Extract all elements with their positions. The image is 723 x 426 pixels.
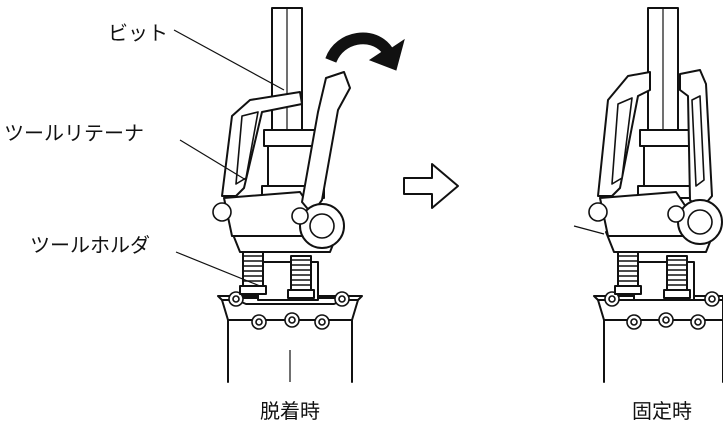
callout-labels: ビット ツールリテーナ ツールホルダ 脱着時 固定時 <box>4 21 692 423</box>
leader-tool-holder <box>175 251 261 287</box>
leader-tool-retainer <box>179 139 247 181</box>
label-tool-retainer: ツールリテーナ <box>4 121 144 145</box>
caption-fixed: 固定時 <box>632 399 692 423</box>
fixed-assembly <box>573 7 723 383</box>
transition-arrow-icon <box>403 163 459 209</box>
flange-bolts <box>228 291 350 330</box>
label-bit: ビット <box>108 21 168 45</box>
leader-bit <box>173 29 285 91</box>
rotate-arrow-icon <box>325 32 405 71</box>
springs <box>239 251 315 299</box>
label-tool-holder: ツールホルダ <box>30 233 150 257</box>
retainer-lever-right <box>301 71 351 215</box>
caption-detached: 脱着時 <box>260 399 320 423</box>
detached-assembly <box>212 7 405 383</box>
